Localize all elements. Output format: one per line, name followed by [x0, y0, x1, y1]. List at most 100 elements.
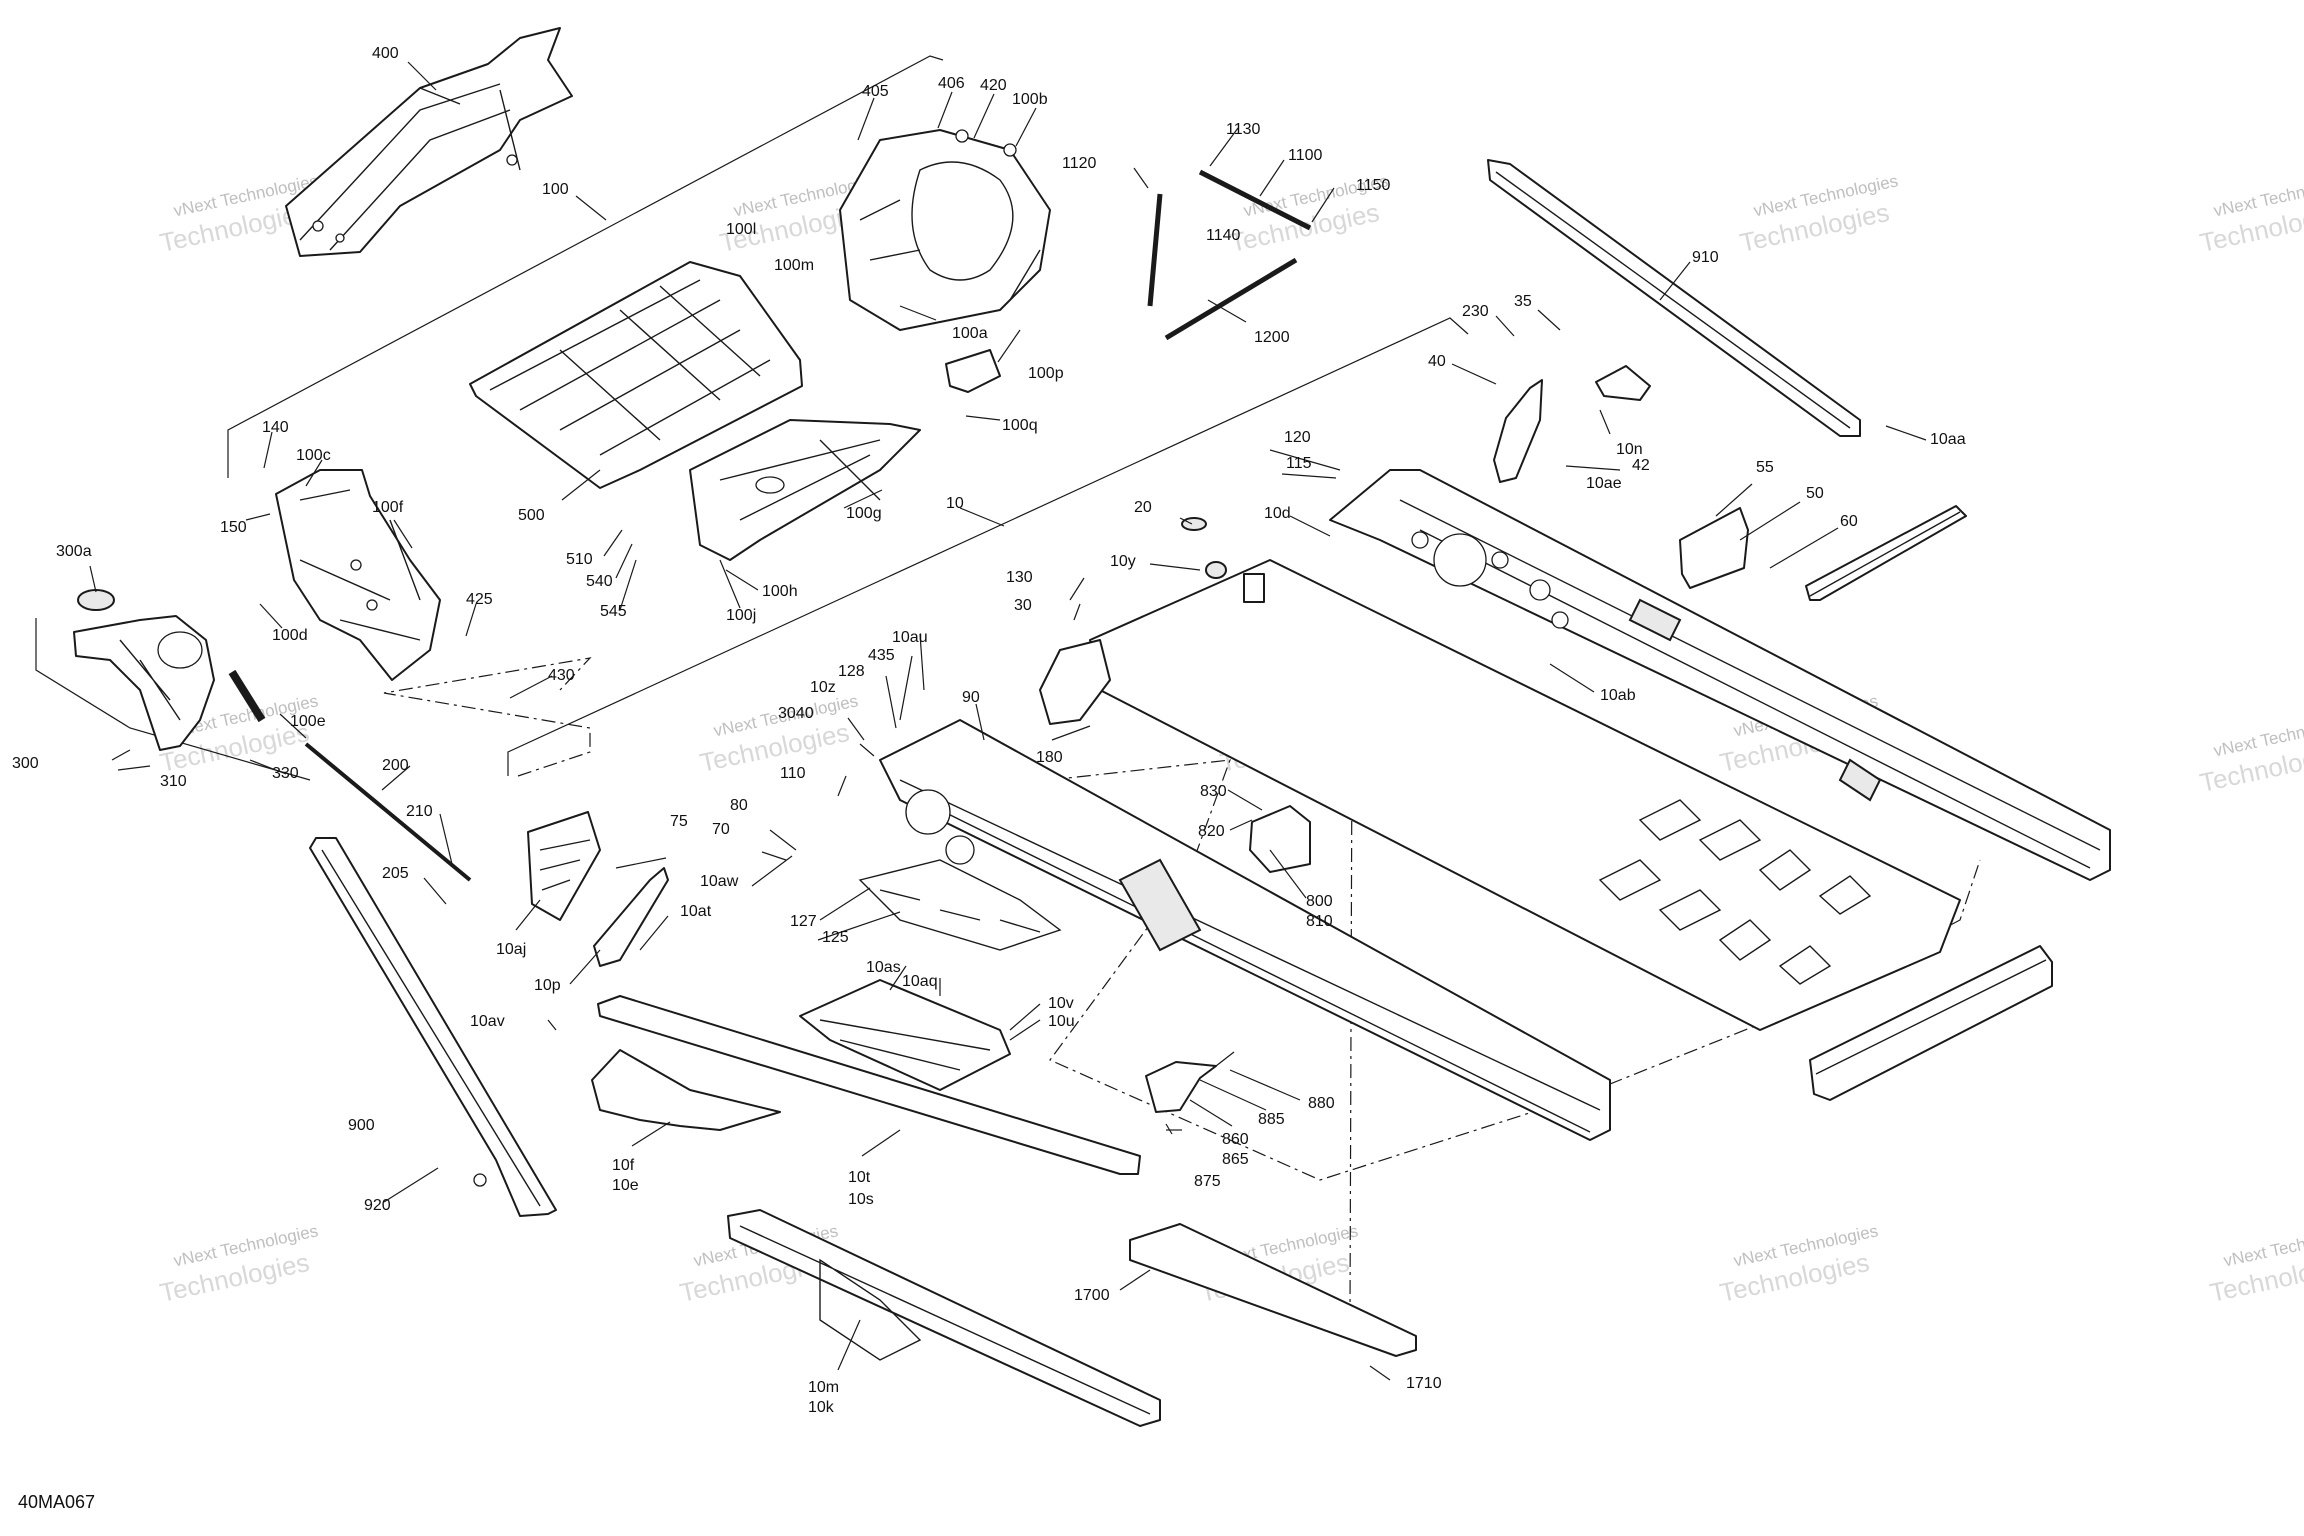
rear-cross-member: [1809, 945, 2053, 1101]
callout-label: 10as: [866, 959, 901, 976]
callout-label: 910: [1692, 249, 1719, 266]
tunnel-slots: [1598, 799, 1872, 985]
callout-label: 115: [1286, 455, 1312, 472]
callout-label: 40: [1428, 353, 1446, 370]
callout-labels: 400 100 405 406 420 100b 100l 100m 100a …: [12, 45, 1966, 1416]
callout-label: 42: [1632, 457, 1650, 474]
callout-label: 100: [542, 181, 569, 198]
part-50: [1679, 507, 1749, 589]
callout-label: 1710: [1406, 1375, 1442, 1392]
callout-label: 50: [1806, 485, 1824, 502]
small-fasteners: [1181, 517, 1265, 603]
callout-label: 100f: [372, 499, 404, 516]
callout-label: 60: [1840, 513, 1858, 530]
callout-label: 10k: [808, 1399, 835, 1416]
callout-label: 100l: [726, 221, 756, 238]
callout-label: 420: [980, 77, 1007, 94]
callout-label: 920: [364, 1197, 391, 1214]
callout-label: 430: [548, 667, 575, 684]
group-boundary-100: [383, 657, 592, 777]
callout-label: 10y: [1110, 553, 1136, 570]
callout-label: 1140: [1206, 227, 1241, 244]
part-10-chassis: [527, 469, 2111, 1141]
part-200: [228, 669, 472, 882]
callout-label: 500: [518, 507, 545, 524]
callout-label: 10z: [810, 679, 836, 696]
callout-label: 140: [262, 419, 289, 436]
callout-label: 405: [862, 83, 889, 100]
callout-label: 810: [1306, 913, 1333, 930]
callout-label: 20: [1134, 499, 1152, 516]
callout-label: 10n: [1616, 441, 1643, 458]
guard-10ay: [527, 811, 601, 921]
callout-label: 100h: [762, 583, 798, 600]
part-10f: [591, 1049, 781, 1131]
callout-label: 310: [160, 773, 187, 790]
part-10t: [597, 995, 1141, 1175]
part-100g: [689, 419, 921, 561]
callout-label: 130: [1006, 569, 1033, 586]
callout-label: 865: [1222, 1151, 1249, 1168]
callout-label: 10e: [612, 1177, 639, 1194]
callout-label: 10aq: [902, 973, 938, 990]
callout-label: 900: [348, 1117, 375, 1134]
group-bracket-300: [35, 618, 311, 781]
part-10aa: [1805, 505, 1967, 601]
callout-label: 3040: [778, 705, 814, 722]
part-10m: [727, 1209, 1161, 1427]
part-500: [469, 261, 803, 489]
part-300: [73, 589, 215, 751]
part-910: [1487, 159, 1861, 437]
callout-label: 10aw: [700, 873, 739, 890]
callout-label: 1700: [1074, 1287, 1110, 1304]
callout-label: 885: [1258, 1111, 1285, 1128]
callout-label: 100p: [1028, 365, 1064, 382]
brace-10at: [593, 867, 669, 967]
callout-label: 540: [586, 573, 613, 590]
callout-label: 880: [1308, 1095, 1335, 1112]
part-400: [285, 27, 573, 257]
callout-label: 10d: [1264, 505, 1291, 522]
callout-label: 30: [1014, 597, 1032, 614]
part-100p: [945, 349, 1001, 393]
callout-label: 875: [1194, 1173, 1221, 1190]
callout-label: 200: [382, 757, 409, 774]
callout-label: 820: [1198, 823, 1225, 840]
callout-label: 100m: [774, 257, 814, 274]
callout-label: 545: [600, 603, 627, 620]
callout-label: 55: [1756, 459, 1774, 476]
callout-label: 10t: [848, 1169, 871, 1186]
callout-label: 1120: [1062, 155, 1097, 172]
callout-label: 800: [1306, 893, 1333, 910]
callout-label: 180: [1036, 749, 1063, 766]
callout-label: 406: [938, 75, 965, 92]
callout-label: 100j: [726, 607, 756, 624]
callout-label: 10f: [612, 1157, 635, 1174]
callout-label: 400: [372, 45, 399, 62]
callout-label: 80: [730, 797, 748, 814]
callout-label: 128: [838, 663, 865, 680]
part-10ae: [1493, 379, 1543, 483]
callout-label: 1200: [1254, 329, 1290, 346]
callout-label: 10v: [1048, 995, 1074, 1012]
callout-label: 10at: [680, 903, 712, 920]
callout-label: 100a: [952, 325, 988, 342]
callout-label: 70: [712, 821, 730, 838]
part-1100-rods: [1147, 169, 1312, 341]
callout-label: 330: [272, 765, 299, 782]
callout-label: 300a: [56, 543, 92, 560]
part-860: [1145, 1061, 1217, 1113]
callout-label: 10aj: [496, 941, 526, 958]
callout-label: 100e: [290, 713, 326, 730]
callout-label: 120: [1284, 429, 1311, 446]
callout-label: 10s: [848, 1191, 874, 1208]
callout-label: 205: [382, 865, 409, 882]
callout-label: 830: [1200, 783, 1227, 800]
callout-label: 1150: [1356, 177, 1391, 194]
callout-label: 10av: [470, 1013, 505, 1030]
